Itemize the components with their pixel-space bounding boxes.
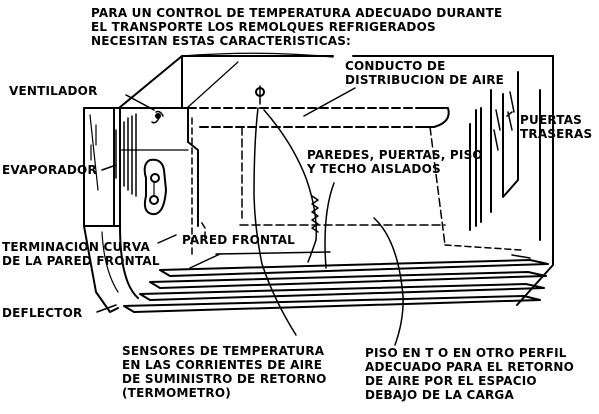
label-sensores-line-3: DE SUMINISTRO DE RETORNO <box>122 372 327 386</box>
label-puertas-line-1: PUERTAS <box>520 113 583 127</box>
label-ventilador: VENTILADOR <box>9 84 98 98</box>
label-piso: PISO EN T O EN OTRO PERFIL ADECUADO PARA… <box>365 346 574 402</box>
label-deflector-text: DEFLECTOR <box>2 306 83 320</box>
t-floor <box>123 251 549 313</box>
label-piso-line-2: ADECUADO PARA EL RETORNO <box>365 360 575 374</box>
front-unit <box>83 107 199 313</box>
label-paredes-aislados: PAREDES, PUERTAS, PISO Y TECHO AISLADOS <box>307 148 483 176</box>
label-puertas-traseras: PUERTAS TRASERAS <box>520 113 592 141</box>
label-puertas-line-2: TRASERAS <box>520 127 593 141</box>
label-conducto: CONDUCTO DE DISTRIBUCION DE AIRE <box>345 59 504 87</box>
label-pared-frontal: PARED FRONTAL <box>182 233 295 247</box>
label-terminacion-line-2: DE LA PARED FRONTAL <box>2 254 160 268</box>
temperature-sensor <box>253 85 319 336</box>
header-line-3: NECESITAN ESTAS CARACTERISTICAS: <box>91 34 352 48</box>
label-terminacion-curva: TERMINACION CURVA DE LA PARED FRONTAL <box>2 240 160 268</box>
label-piso-line-3: DE AIRE POR EL ESPACIO <box>365 374 537 388</box>
trailer-box <box>118 52 554 306</box>
label-conducto-line-1: CONDUCTO DE <box>345 59 446 73</box>
label-ventilador-text: VENTILADOR <box>9 84 98 98</box>
label-sensores-line-2: EN LAS CORRIENTES DE AIRE <box>122 358 323 372</box>
label-piso-line-1: PISO EN T O EN OTRO PERFIL <box>365 346 567 360</box>
label-sensores-line-1: SENSORES DE TEMPERATURA <box>122 344 325 358</box>
label-evaporador-text: EVAPORADOR <box>2 163 97 177</box>
label-piso-line-4: DEBAJO DE LA CARGA <box>365 388 514 402</box>
label-evaporador: EVAPORADOR <box>2 163 97 177</box>
label-sensores: SENSORES DE TEMPERATURA EN LAS CORRIENTE… <box>122 344 327 400</box>
label-conducto-line-2: DISTRIBUCION DE AIRE <box>345 73 505 87</box>
rear-doors <box>444 71 541 251</box>
header-line-1: PARA UN CONTROL DE TEMPERATURA ADECUADO … <box>91 6 503 20</box>
header-line-2: EL TRANSPORTE LOS REMOLQUES REFRIGERADOS <box>91 20 436 34</box>
label-sensores-line-4: (TERMOMETRO) <box>122 386 231 400</box>
label-deflector: DEFLECTOR <box>2 306 82 320</box>
front-wall <box>191 117 206 259</box>
leader-lines <box>96 87 513 346</box>
label-pared-frontal-text: PARED FRONTAL <box>182 233 296 247</box>
label-paredes-line-2: Y TECHO AISLADOS <box>307 162 441 176</box>
label-paredes-line-1: PAREDES, PUERTAS, PISO <box>307 148 483 162</box>
air-duct <box>187 107 450 246</box>
header-caption: PARA UN CONTROL DE TEMPERATURA ADECUADO … <box>91 6 502 48</box>
label-terminacion-line-1: TERMINACION CURVA <box>2 240 151 254</box>
